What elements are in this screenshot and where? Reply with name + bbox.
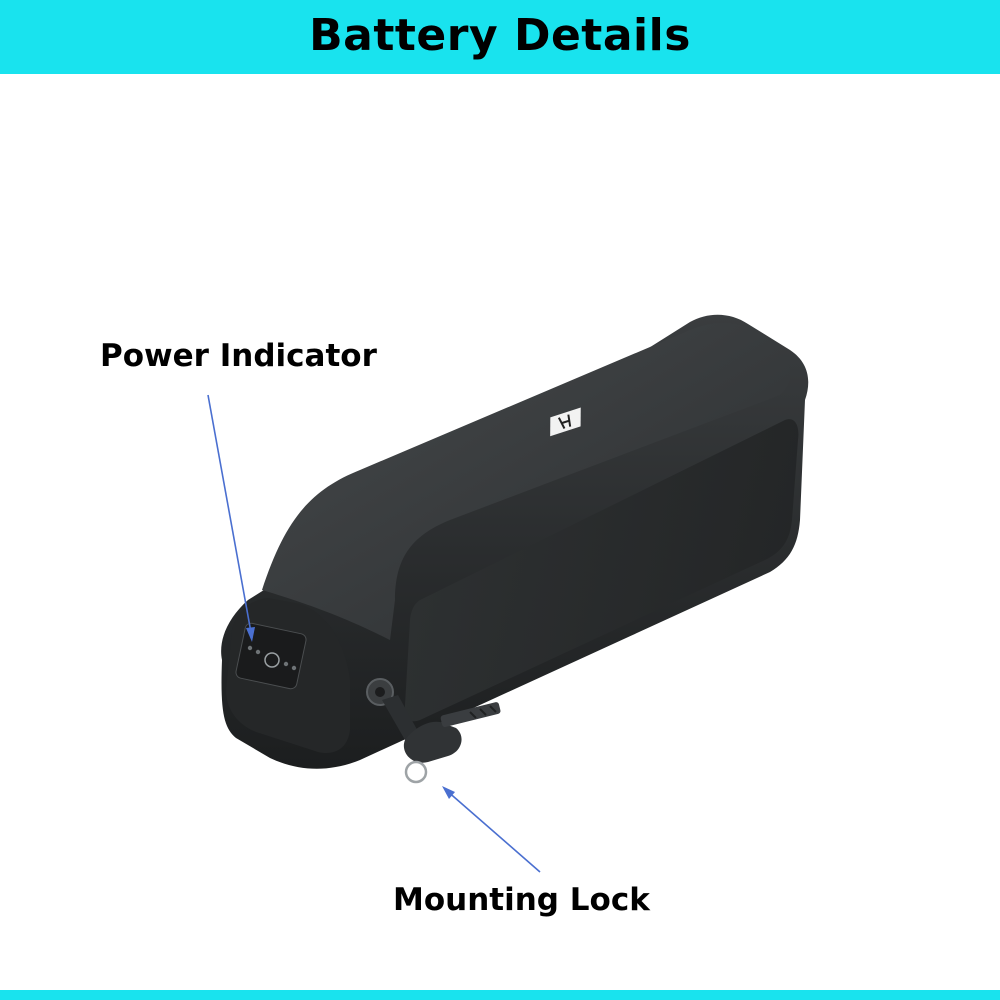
indicator-led bbox=[291, 665, 297, 671]
header-bar: Battery Details bbox=[0, 0, 1000, 74]
hailong-logo-icon bbox=[550, 407, 581, 437]
arrow-head-icon bbox=[442, 786, 455, 799]
indicator-led bbox=[255, 649, 261, 655]
power-indicator-label: Power Indicator bbox=[100, 338, 377, 374]
arrow-head-icon bbox=[246, 627, 255, 642]
power-indicator-arrow bbox=[207, 394, 253, 639]
mounting-lock-label: Mounting Lock bbox=[393, 882, 650, 918]
page-title: Battery Details bbox=[309, 9, 691, 61]
footer-bar bbox=[0, 990, 1000, 1000]
battery-top-surface bbox=[262, 323, 791, 640]
indicator-led bbox=[283, 661, 289, 667]
power-indicator-panel bbox=[235, 622, 307, 690]
battery-side-panel bbox=[404, 419, 799, 722]
power-button-icon bbox=[264, 652, 280, 668]
key-icon bbox=[382, 695, 501, 784]
indicator-led bbox=[247, 645, 253, 651]
mounting-lock-arrow bbox=[445, 789, 541, 873]
